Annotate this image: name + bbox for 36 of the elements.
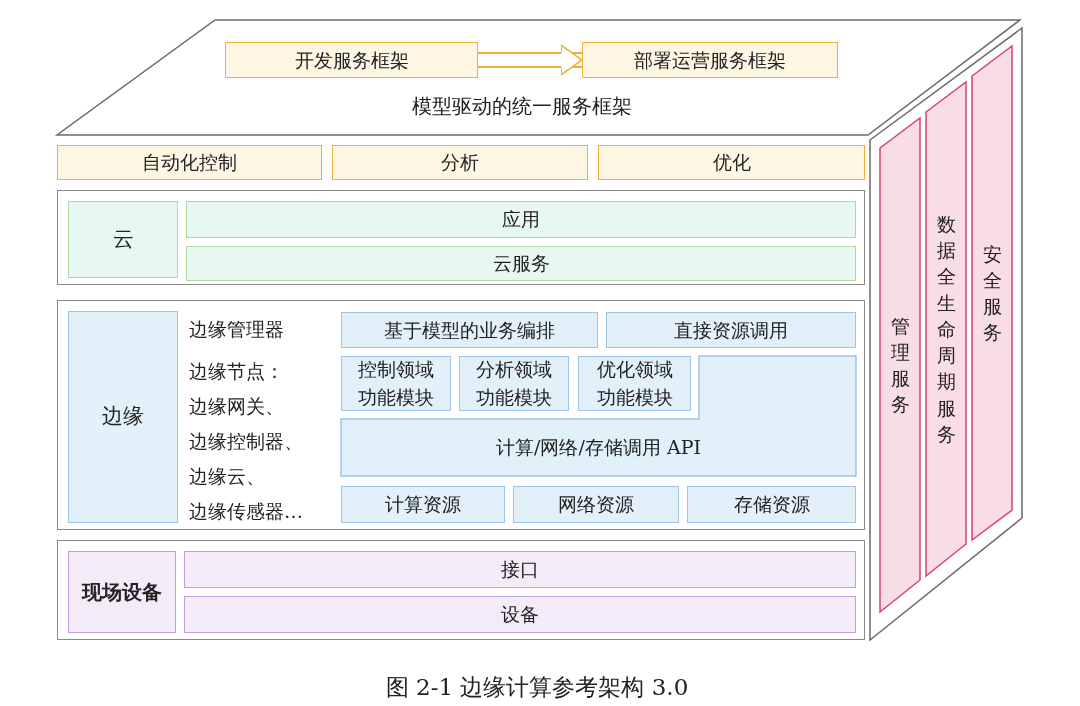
layer-note: 边缘节点： [189,359,284,384]
framework-box: 开发服务框架 [225,42,478,78]
component-box: 基于模型的业务编排 [341,312,598,348]
function-box: 自动化控制 [57,145,322,180]
layer-note: 边缘网关、 [189,394,284,419]
component-box: 直接资源调用 [606,312,856,348]
function-box: 分析 [332,145,588,180]
device-box: 设备 [184,596,856,633]
layer-box [57,540,865,640]
panel-title: 模型驱动的统一服务框架 [412,93,632,120]
layer-note: 边缘传感器… [189,499,303,524]
layer-title-box: 现场设备 [68,551,176,633]
figure-caption: 图 2-1 边缘计算参考架构 3.0 [385,673,689,702]
layer-note: 边缘管理器 [189,317,284,342]
framework-box: 部署运营服务框架 [582,42,838,78]
layer-note: 边缘云、 [189,464,265,489]
module-box: 控制领域功能模块 [341,356,451,411]
layer-box [57,190,865,285]
layer-title-box: 边缘 [68,311,178,523]
layer-title-box: 云 [68,201,178,278]
service-bar: 数据全生命周期服务 [926,82,966,576]
layer-note: 边缘控制器、 [189,429,303,454]
service-box: 应用 [186,201,856,238]
side-panel [870,28,1022,640]
device-box: 接口 [184,551,856,588]
resource-box: 存储资源 [687,486,856,523]
layer-box [57,300,865,530]
module-box: 分析领域功能模块 [459,356,569,411]
service-bar: 安全服务 [972,46,1012,540]
service-box: 云服务 [186,246,856,281]
resource-box: 计算资源 [341,486,505,523]
resource-box: 网络资源 [513,486,679,523]
arrow [478,44,583,76]
function-box: 优化 [598,145,865,180]
module-box: 优化领域功能模块 [578,356,691,411]
service-bar: 管理服务 [880,118,920,612]
